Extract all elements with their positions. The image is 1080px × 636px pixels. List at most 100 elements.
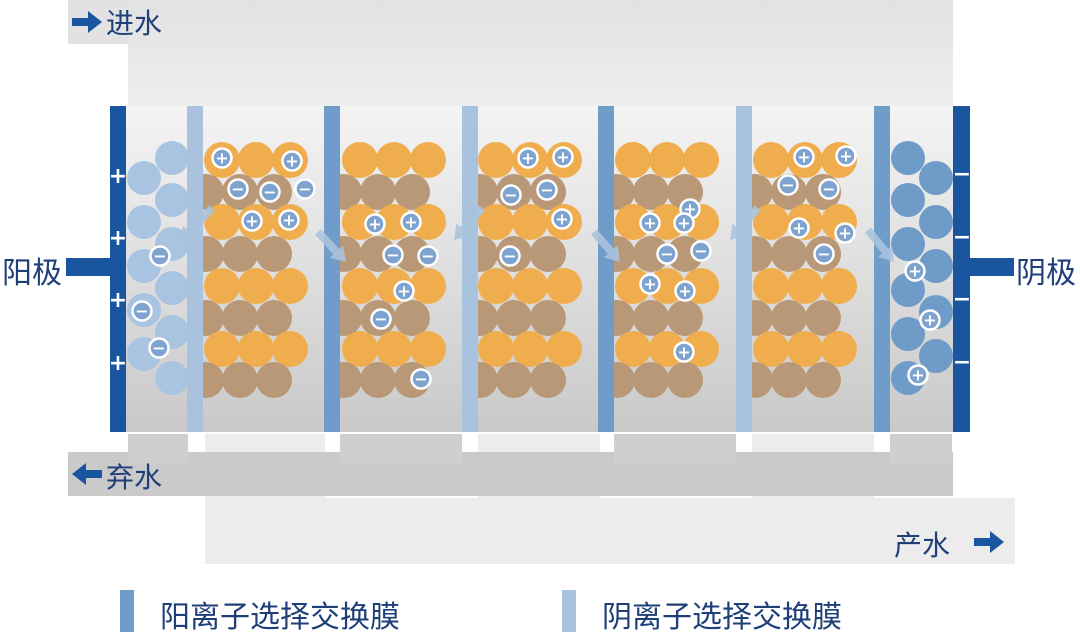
orange-resin-bead [615, 204, 651, 240]
svg-text:+: + [839, 147, 852, 166]
svg-text:−: − [135, 302, 148, 321]
svg-text:−: − [694, 242, 707, 261]
svg-text:+: + [397, 282, 410, 301]
anode-bead [155, 271, 189, 305]
orange-resin-bead [376, 142, 412, 178]
anion-migration-arrow [180, 205, 215, 242]
ions: ++−−−++−−−++−−+−−++−−+−+++−−+++++−−++−++… [131, 145, 941, 390]
brown-resin-bead [633, 174, 669, 210]
anion-migration-arrow [454, 205, 486, 240]
cation-ion: + [919, 309, 941, 331]
cation-ion: + [835, 145, 857, 167]
orange-resin-bead [478, 331, 514, 367]
orange-resin-bead [342, 142, 378, 178]
anode-electrode: + + + + [66, 106, 127, 432]
svg-text:−: − [153, 247, 166, 266]
svg-text:+: + [797, 148, 810, 167]
brown-resin-bead [394, 174, 430, 210]
anode-sign-2: + [109, 226, 127, 251]
brown-resin-bead [360, 362, 396, 398]
svg-text:+: + [555, 210, 568, 229]
orange-resin-bead [615, 142, 651, 178]
anion-ion: − [149, 245, 171, 267]
brown-resin-bead [496, 362, 532, 398]
anode-sign-4: + [109, 351, 127, 376]
anode-bead [127, 205, 161, 239]
cation-ion: + [211, 147, 233, 169]
cation-membrane [598, 106, 614, 432]
orange-resin-bead [238, 268, 274, 304]
anion-membrane [736, 106, 752, 432]
brown-resin-bead [805, 300, 841, 336]
anion-ion: − [382, 244, 404, 266]
orange-resin-bead [204, 331, 240, 367]
legend-cation-swatch [120, 590, 134, 632]
cation-membrane [874, 106, 890, 432]
waste-label: 弃水 [106, 461, 163, 494]
cation-ion: + [639, 273, 661, 295]
cation-membrane [324, 106, 340, 432]
svg-text:−: − [374, 310, 387, 329]
cation-ion: + [834, 222, 856, 244]
svg-text:−: − [298, 180, 311, 199]
cathode-bead [919, 205, 953, 239]
svg-text:−: − [414, 370, 427, 389]
brown-resin-bead [530, 362, 566, 398]
orange-resin-bead [753, 204, 789, 240]
svg-text:−: − [386, 246, 399, 265]
product-arrow-icon [974, 531, 1004, 553]
cation-ion: + [552, 146, 574, 168]
anion-ion: − [813, 243, 835, 265]
svg-text:−: − [421, 247, 434, 266]
brown-resin-bead [360, 174, 396, 210]
waste-channel [68, 434, 953, 496]
anion-ion: − [227, 178, 249, 200]
brown-resin-bead [771, 362, 807, 398]
orange-resin-bead [204, 204, 240, 240]
cation-migration-arrow [590, 229, 620, 262]
orange-resin-bead [410, 268, 446, 304]
orange-resin-bead [753, 331, 789, 367]
svg-text:−: − [822, 180, 835, 199]
inlet-arrow-icon [72, 11, 102, 33]
cation-migration-arrow [315, 229, 346, 262]
legend-anion-swatch [562, 590, 576, 632]
anion-ion: − [690, 240, 712, 262]
brown-resin-bead [667, 362, 703, 398]
svg-text:+: + [677, 343, 690, 362]
anode-bead [155, 141, 189, 175]
cathode-sign-1: − [953, 162, 971, 187]
cation-migration-arrow [864, 227, 894, 262]
product-label: 产水 [894, 529, 951, 562]
anion-ion: − [417, 245, 439, 267]
brown-resin-bead [667, 300, 703, 336]
cathode-sign-4: − [953, 350, 971, 375]
orange-resin-bead [546, 331, 582, 367]
orange-resin-bead [204, 268, 240, 304]
brown-resin-bead [771, 300, 807, 336]
cathode-bead [891, 317, 925, 351]
cathode-bead [891, 183, 925, 217]
anion-ion: − [777, 174, 799, 196]
cation-ion: + [639, 212, 661, 234]
anion-ion: − [656, 243, 678, 265]
svg-text:+: + [643, 214, 656, 233]
brown-resin-bead [633, 300, 669, 336]
svg-text:+: + [678, 282, 691, 301]
orange-resin-bead [753, 142, 789, 178]
svg-text:+: + [677, 214, 690, 233]
anion-ion: − [370, 308, 392, 330]
anion-migration-arrow [730, 205, 762, 240]
cation-ion: + [788, 217, 810, 239]
svg-text:+: + [285, 152, 298, 171]
anion-ion: − [536, 179, 558, 201]
svg-text:−: − [231, 180, 244, 199]
cation-ion: + [241, 210, 263, 232]
brown-resin-bead [256, 362, 292, 398]
orange-resin-bead [649, 142, 685, 178]
orange-resin-bead [376, 204, 412, 240]
cathode-bead [891, 227, 925, 261]
brown-resin-bead [530, 300, 566, 336]
svg-text:+: + [521, 149, 534, 168]
anion-ion: − [818, 178, 840, 200]
